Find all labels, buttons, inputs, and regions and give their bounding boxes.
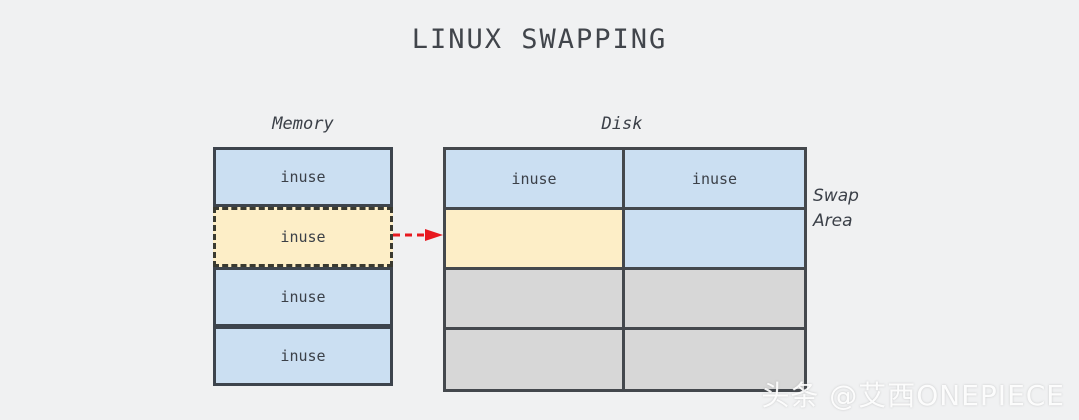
memory-column: inuse inuse inuse inuse <box>213 147 393 386</box>
swap-out-arrow-icon <box>393 229 443 241</box>
disk-caption: Disk <box>601 114 643 134</box>
disk-cell-r2c1 <box>622 267 807 330</box>
memory-caption: Memory <box>272 114 334 134</box>
page-title: LINUX SWAPPING <box>411 24 668 55</box>
disk-cell-r0c1: inuse <box>622 147 807 210</box>
disk-cell-r3c0 <box>443 327 625 392</box>
disk-cell-r1c0-highlighted <box>443 207 625 270</box>
disk-cell-r3c1 <box>622 327 807 392</box>
disk-grid: inuse inuse <box>443 147 807 392</box>
disk-cell-r0c0-label: inuse <box>511 169 557 188</box>
swap-area-label: Swap Area <box>813 186 859 231</box>
memory-cell-3: inuse <box>213 326 393 386</box>
memory-cell-0-label: inuse <box>280 168 326 186</box>
disk-cell-r0c0: inuse <box>443 147 625 210</box>
disk-cell-r1c1 <box>622 207 807 270</box>
memory-cell-0: inuse <box>213 147 393 207</box>
watermark: 头条 @艾西ONEPIECE <box>761 379 1065 412</box>
disk-cell-r2c0 <box>443 267 625 330</box>
memory-cell-3-label: inuse <box>280 347 326 365</box>
memory-cell-1-highlighted: inuse <box>213 207 393 267</box>
memory-cell-1-label: inuse <box>280 228 326 246</box>
memory-cell-2: inuse <box>213 267 393 327</box>
memory-cell-2-label: inuse <box>280 288 326 306</box>
disk-cell-r0c1-label: inuse <box>691 169 738 188</box>
